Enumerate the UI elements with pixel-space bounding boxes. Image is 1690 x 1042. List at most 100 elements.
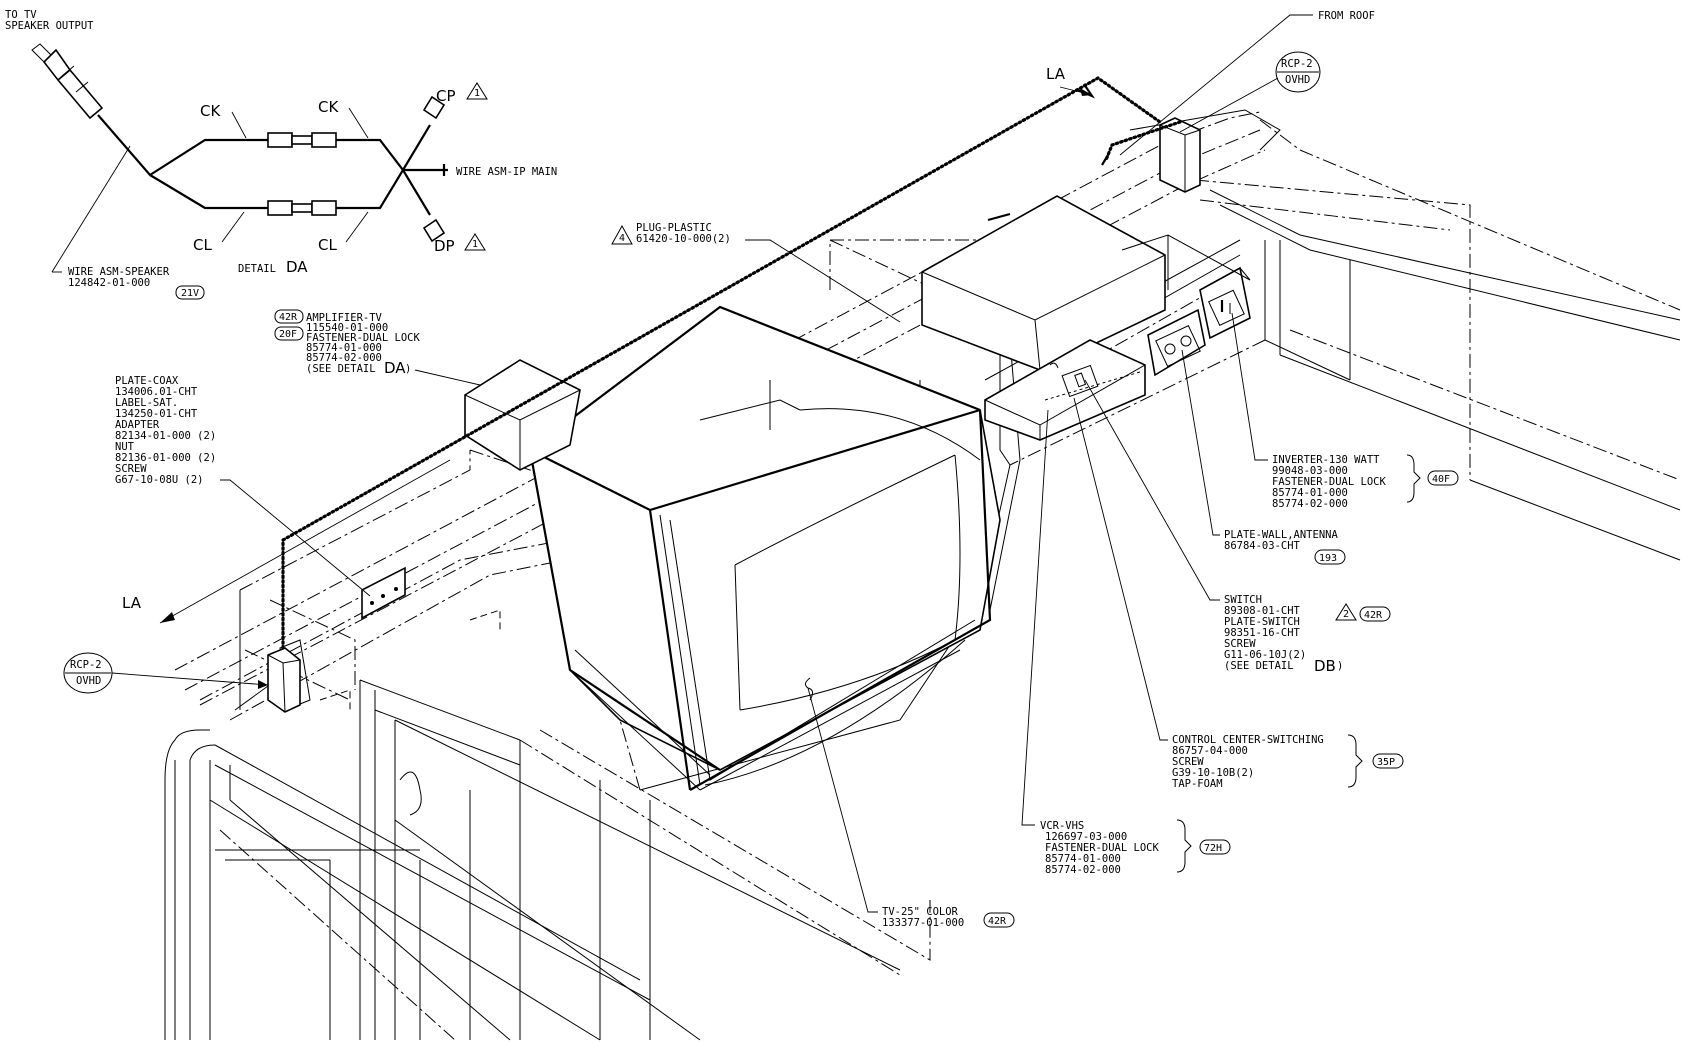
speaker-wire-pn: 124842-01-000	[68, 277, 150, 289]
tag-40f: 40F	[1432, 474, 1450, 485]
plug-plastic-callout: 4 PLUG-PLASTIC 61420-10-000(2)	[611, 222, 901, 323]
note-1-cp: 1	[474, 88, 480, 99]
control-center-box	[984, 339, 1146, 441]
rcp-unit-roof	[1159, 117, 1201, 193]
vcr-line-4: 85774-01-000	[1045, 853, 1121, 865]
control-line-2: 86757-04-000	[1172, 745, 1248, 757]
note-4-plug: 4	[619, 233, 625, 244]
amp-line-1: AMPLIFIER-TV	[306, 312, 383, 324]
switch-detail-close: )	[1337, 660, 1343, 672]
vcr-callout: VCR-VHS 126697-03-000 FASTENER-DUAL LOCK…	[1021, 409, 1231, 876]
inverter-callout: INVERTER-130 WATT 99048-03-000 FASTENER-…	[1231, 312, 1459, 510]
speaker-wire-name: WIRE ASM-SPEAKER	[68, 266, 170, 278]
note-2-switch: 2	[1343, 609, 1349, 620]
plug-pn: 61420-10-000(2)	[636, 233, 731, 245]
vcr-box	[921, 195, 1166, 371]
tag-21v-frame	[175, 285, 205, 300]
switch-detail-ref: DB	[1314, 657, 1336, 675]
rca-plug-icon	[31, 43, 104, 120]
amp-line-2: 115540-01-000	[306, 322, 388, 334]
la-arrow-top: LA	[1046, 65, 1093, 96]
vcr-line-5: 85774-02-000	[1045, 864, 1121, 876]
cp-label: CP	[436, 87, 456, 105]
amplifier-callout: 42R 20F AMPLIFIER-TV 115540-01-000 FASTE…	[274, 309, 481, 386]
la-label-top: LA	[1046, 65, 1066, 83]
tv-line-2: 133377-01-000	[882, 917, 964, 929]
cl-label-left: CL	[193, 236, 212, 254]
vcr-line-3: FASTENER-DUAL LOCK	[1045, 842, 1159, 854]
speaker-output-label: SPEAKER OUTPUT	[5, 20, 94, 32]
coax-plate-callout: PLATE-COAX 134006.01-CHT LABEL-SAT. 1342…	[115, 375, 371, 597]
coax-line-4: 134250-01-CHT	[115, 408, 198, 420]
to-tv-label: TO TV	[5, 9, 37, 21]
tv-callout: TV-25" COLOR 133377-01-000 42R	[807, 687, 1015, 929]
rcp-label-left: RCP-2	[70, 659, 102, 671]
inverter-line-3: FASTENER-DUAL LOCK	[1272, 476, 1386, 488]
tv-set	[528, 305, 1001, 791]
coax-line-7: NUT	[115, 441, 135, 453]
coax-line-9: SCREW	[115, 463, 147, 475]
amp-line-6: (SEE DETAIL	[306, 363, 376, 375]
coax-line-2: 134006.01-CHT	[115, 386, 198, 398]
tag-193: 193	[1319, 553, 1337, 564]
control-line-1: CONTROL CENTER-SWITCHING	[1172, 734, 1324, 746]
detail-da-wire-assembly: TO TV SPEAKER OUTPUT WIRE ASM-IP MAIN CK…	[5, 9, 557, 300]
control-line-5: TAP-FOAM	[1172, 778, 1223, 790]
inverter-line-4: 85774-01-000	[1272, 487, 1348, 499]
roof-rcp-callout: FROM ROOF RCP-2 OVHD RCP-2 OVHD	[63, 10, 1375, 694]
detail-label: DETAIL	[238, 263, 276, 275]
inverter-line-5: 85774-02-000	[1272, 498, 1348, 510]
inverter-line-1: INVERTER-130 WATT	[1272, 454, 1380, 466]
rcp-bubble-top	[1275, 51, 1321, 93]
coax-line-6: 82134-01-000 (2)	[115, 430, 216, 442]
rcp-unit-wall	[267, 639, 311, 713]
plug-name: PLUG-PLASTIC	[636, 222, 712, 234]
switch-line-6: G11-06-10J(2)	[1224, 649, 1306, 661]
control-line-3: SCREW	[1172, 756, 1204, 768]
tag-42r-tv: 42R	[988, 916, 1007, 927]
antenna-line-2: 86784-03-CHT	[1224, 540, 1301, 552]
control-center-callout: CONTROL CENTER-SWITCHING 86757-04-000 SC…	[1073, 397, 1404, 790]
coax-cable-route	[281, 76, 1182, 650]
switch-line-7: (SEE DETAIL	[1224, 660, 1294, 672]
vcr-line-1: VCR-VHS	[1040, 820, 1084, 832]
note-triangle-dp	[464, 233, 486, 251]
rcp-label-top: RCP-2	[1281, 58, 1313, 70]
vehicle-roof-structure	[164, 109, 1681, 1041]
switch-callout: SWITCH 89308-01-CHT PLATE-SWITCH 98351-1…	[1084, 379, 1391, 675]
tag-21v: 21V	[181, 288, 199, 299]
wire-ip-main-label: WIRE ASM-IP MAIN	[456, 166, 557, 178]
note-triangle-plug	[611, 224, 633, 245]
switch-line-3: PLATE-SWITCH	[1224, 616, 1300, 628]
svg-text:): )	[405, 363, 411, 375]
ovhd-label-left: OVHD	[76, 675, 101, 687]
coax-line-10: G67-10-08U (2)	[115, 474, 204, 486]
coax-plate	[361, 566, 406, 620]
note-1-dp: 1	[472, 239, 478, 250]
tag-20f-amp: 20F	[279, 329, 297, 340]
ovhd-label-top: OVHD	[1285, 74, 1310, 86]
tag-42r-switch: 42R	[1364, 610, 1383, 621]
amp-detail-ref: DA	[384, 359, 406, 377]
inverter-line-2: 99048-03-000	[1272, 465, 1348, 477]
antenna-plate-box	[1147, 308, 1206, 377]
coax-line-3: LABEL-SAT.	[115, 397, 178, 409]
coax-line-8: 82136-01-000 (2)	[115, 452, 216, 464]
dp-label: DP	[434, 237, 455, 255]
ck-label-right: CK	[318, 98, 339, 116]
antenna-callout: PLATE-WALL,ANTENNA 86784-03-CHT 193	[1181, 349, 1346, 565]
tag-42r-amp: 42R	[279, 312, 298, 323]
la-arrow-left: LA	[122, 459, 451, 624]
antenna-line-1: PLATE-WALL,ANTENNA	[1224, 529, 1338, 541]
switch-line-5: SCREW	[1224, 638, 1256, 650]
coax-line-5: ADAPTER	[115, 419, 160, 431]
switch-line-4: 98351-16-CHT	[1224, 627, 1301, 639]
coax-line-1: PLATE-COAX	[115, 375, 179, 387]
ck-label-left: CK	[200, 102, 221, 120]
tag-72h: 72H	[1204, 843, 1222, 854]
amp-line-5: 85774-02-000	[306, 352, 382, 364]
cl-label-right: CL	[318, 236, 337, 254]
amp-line-3: FASTENER-DUAL LOCK	[306, 332, 420, 344]
from-roof-label: FROM ROOF	[1318, 10, 1375, 22]
